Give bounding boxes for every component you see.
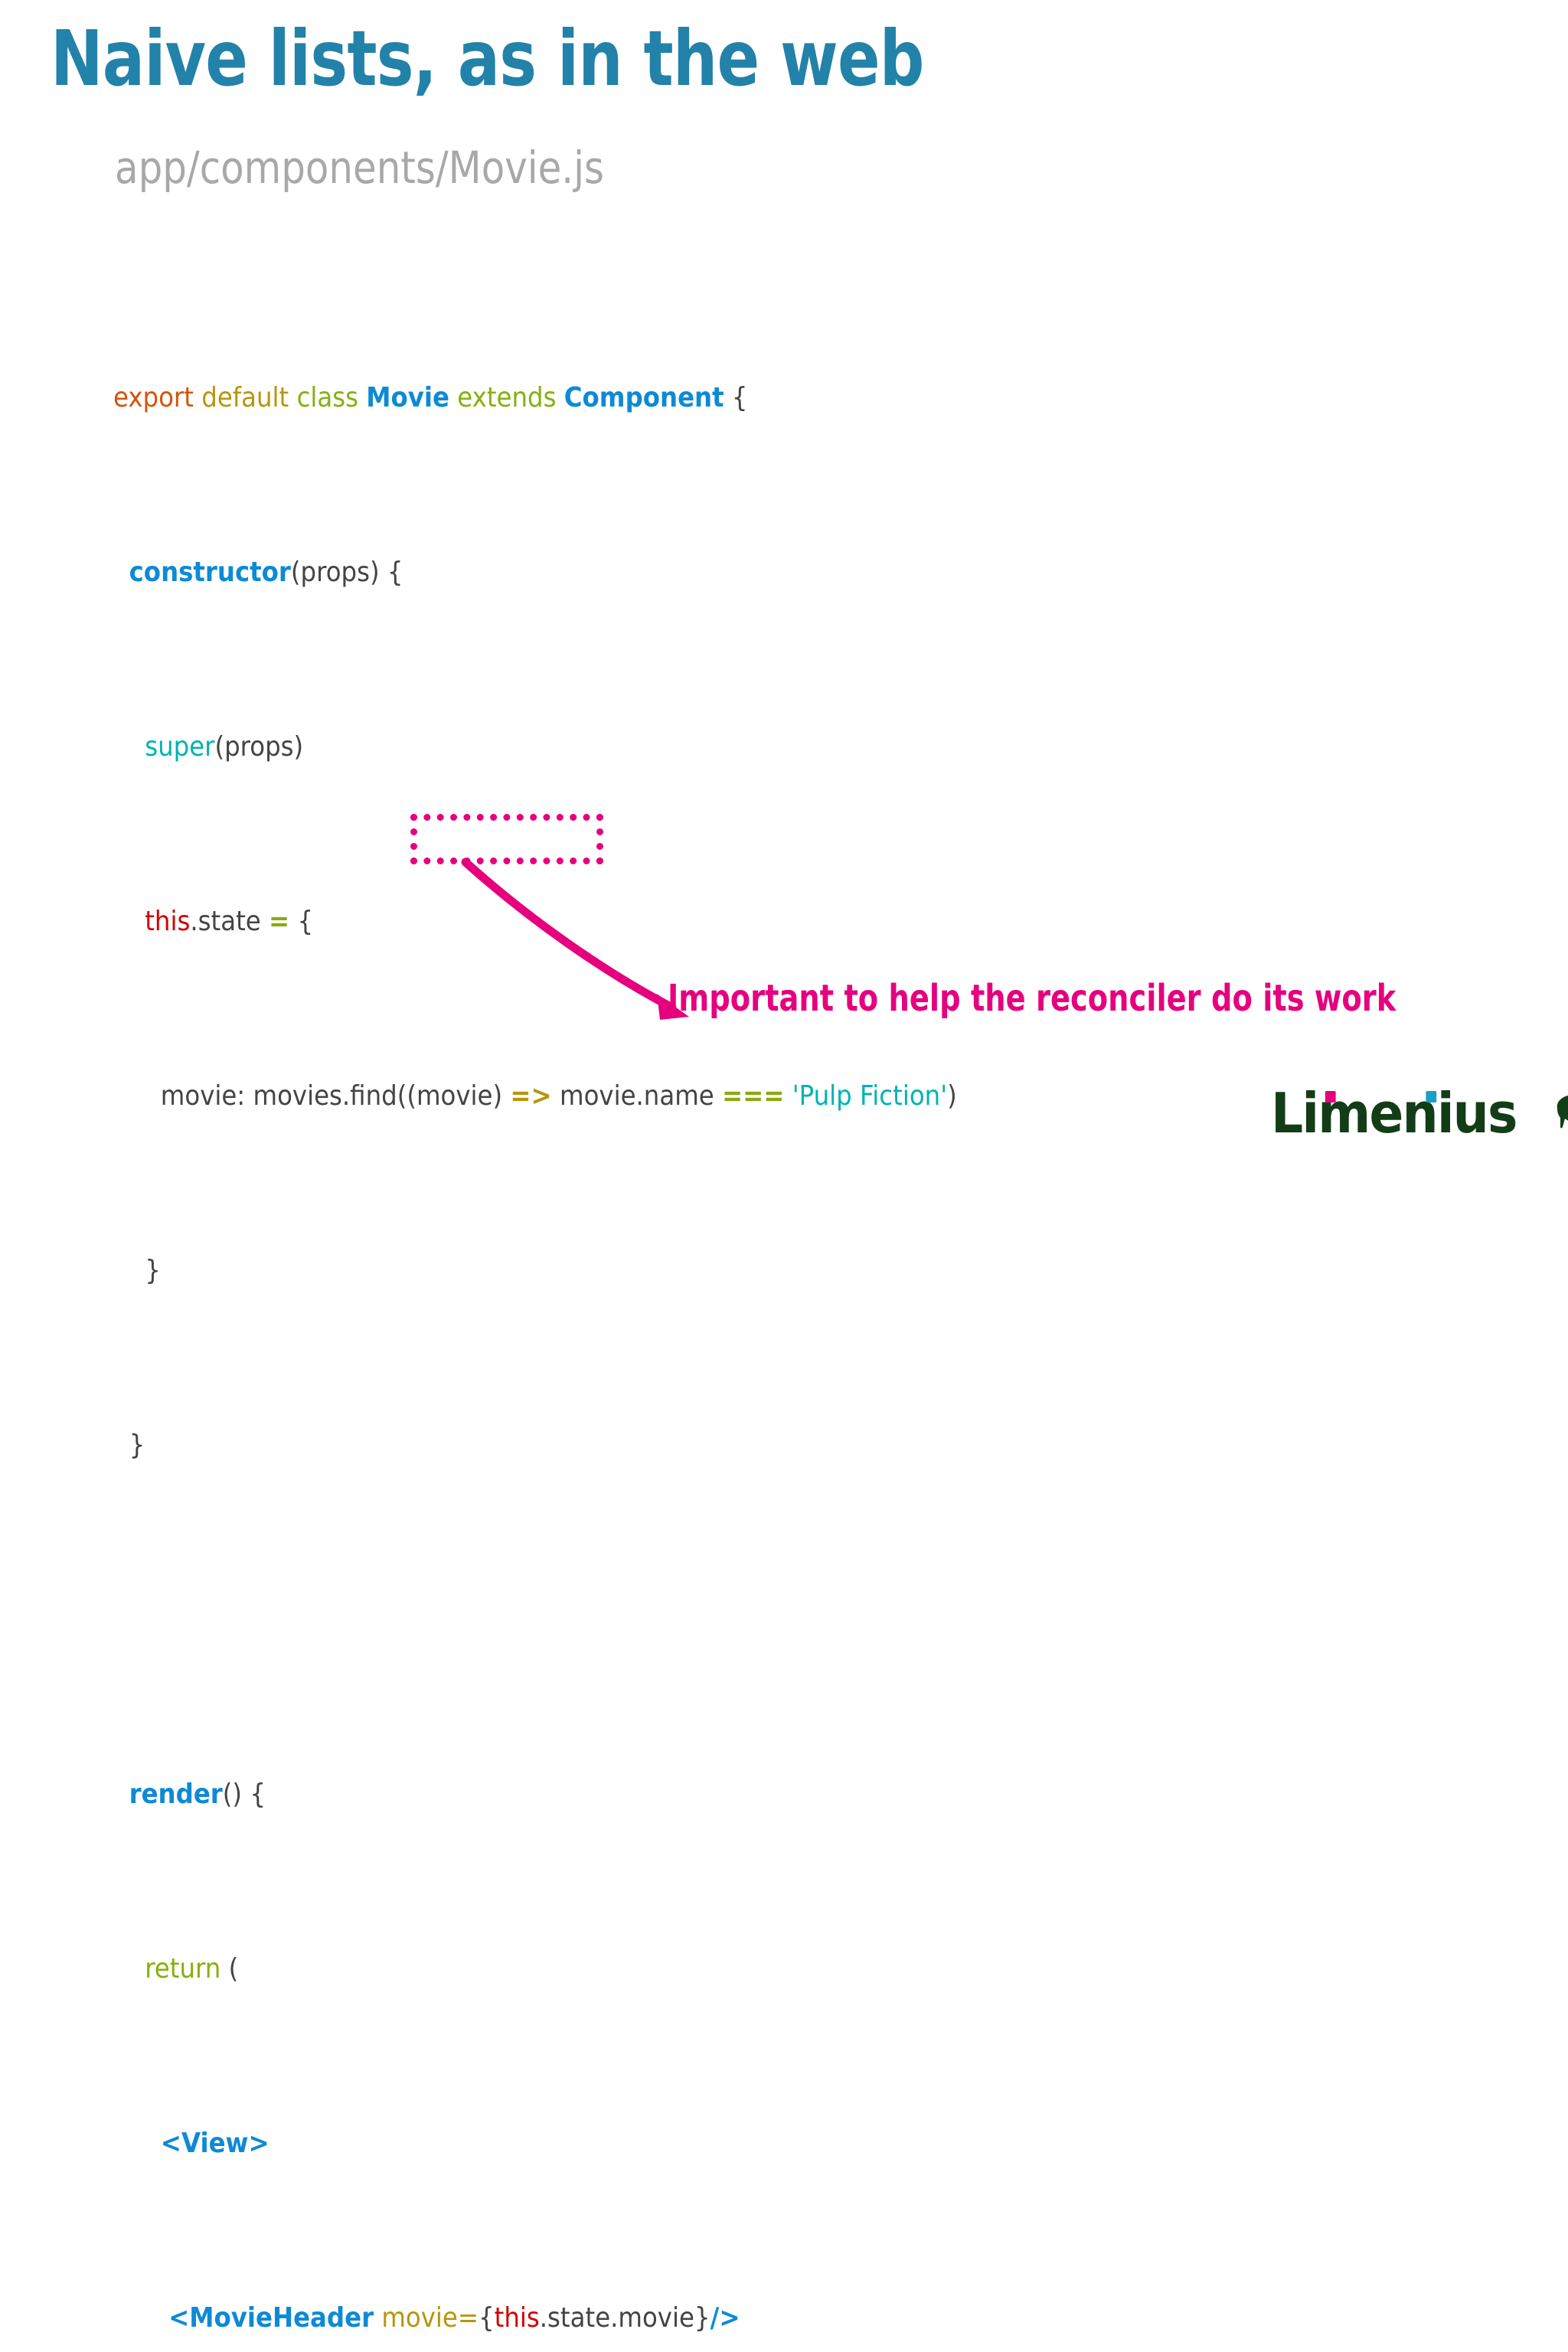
token-indent — [113, 1953, 145, 1984]
code-line: this.state = { — [113, 900, 1071, 943]
code-line: export default class Movie extends Compo… — [113, 376, 1071, 420]
token-return: return — [145, 1953, 221, 1984]
token-jsx-movieheader: <MovieHeader — [168, 2302, 374, 2334]
code-blank-line — [113, 1598, 1071, 1642]
token-space — [784, 1080, 792, 1112]
token-string-pulp-fiction: 'Pulp Fiction' — [792, 1080, 948, 1112]
token-params: () { — [222, 1779, 266, 1810]
code-line: } — [113, 1249, 1071, 1292]
code-line: <MovieHeader movie={this.state.movie}/> — [113, 2296, 1071, 2340]
code-block: export default class Movie extends Compo… — [113, 245, 1071, 2352]
token-brace: { — [479, 2302, 495, 2334]
code-line: return ( — [113, 1947, 1071, 1991]
token-brace: { — [289, 906, 314, 937]
token-extends: extends — [449, 382, 564, 413]
token-this: this — [494, 2302, 540, 2334]
token-arrow-fn: => — [510, 1080, 552, 1112]
token-find-call: movie: movies.find((movie) — [160, 1080, 511, 1112]
token-constructor: constructor — [129, 557, 291, 588]
token-indent — [113, 1080, 161, 1112]
token-close-brace: } — [113, 1255, 161, 1286]
code-line: render() { — [113, 1772, 1071, 1816]
token-class-name-component: Component — [564, 382, 724, 413]
token-paren: ( — [220, 1953, 239, 1984]
brand-name-text: Limenius — [1271, 1081, 1517, 1145]
code-line: } — [113, 1423, 1071, 1467]
token-close-brace: } — [113, 1429, 145, 1461]
token-indent — [113, 557, 129, 588]
bison-logo-icon — [1557, 1096, 1568, 1129]
token-this: this — [145, 906, 191, 937]
token-property-state: .state — [190, 906, 270, 937]
token-jsx-view-open: <View> — [160, 2128, 270, 2159]
token-indent — [113, 2302, 168, 2334]
token-jsx-self-close: /> — [710, 2302, 740, 2334]
token-strict-equals: === — [721, 1080, 785, 1112]
code-line: super(props) — [113, 725, 1071, 769]
token-movie-name: movie.name — [551, 1080, 722, 1112]
token-paren: ) — [947, 1080, 957, 1112]
token-attr-movie: movie= — [374, 2302, 479, 2334]
brand-dot-blue-icon — [1426, 1091, 1437, 1102]
token-params: (props) — [214, 731, 304, 763]
token-indent — [113, 2128, 161, 2159]
token-indent — [113, 731, 145, 763]
page-title: Naive lists, as in the web — [51, 14, 924, 103]
token-render: render — [129, 1779, 223, 1810]
token-assign: = — [269, 906, 290, 937]
brand-dot-pink-icon — [1325, 1091, 1336, 1102]
code-line: movie: movies.find((movie) => movie.name… — [113, 1074, 1071, 1118]
token-super: super — [145, 731, 215, 763]
brand-logo: Limenius — [1271, 1086, 1568, 1141]
token-params: (props) { — [290, 557, 403, 588]
token-path: .state.movie} — [539, 2302, 710, 2334]
token-indent — [113, 1779, 129, 1810]
token-export: export — [113, 382, 202, 413]
callout-label: Important to help the reconciler do its … — [668, 977, 1396, 1020]
brand-wordmark: Limenius — [1271, 1086, 1517, 1141]
file-path-subtitle: app/components/Movie.js — [115, 142, 604, 194]
token-brace: { — [724, 382, 748, 413]
code-line: <View> — [113, 2122, 1071, 2165]
token-indent — [113, 906, 145, 937]
token-default: default — [201, 382, 297, 413]
token-class: class — [296, 382, 367, 413]
code-line: constructor(props) { — [113, 550, 1071, 594]
token-class-name-movie: Movie — [366, 382, 450, 413]
